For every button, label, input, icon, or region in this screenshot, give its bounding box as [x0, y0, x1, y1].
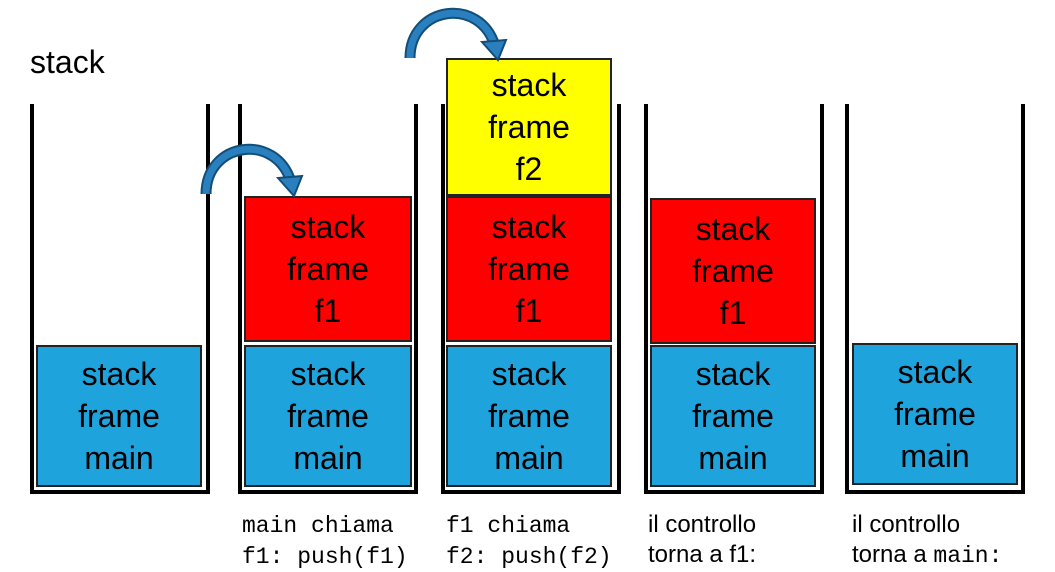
stack-frame-main: stack frame main — [650, 345, 816, 487]
frame-label-name: main — [293, 440, 363, 476]
frame-label-name: main — [84, 440, 154, 476]
stack-frame-main: stack frame main — [36, 345, 202, 487]
stack-column-5 — [845, 104, 1025, 494]
frame-label-line1: stack — [491, 209, 567, 245]
stack-frame-f1: stack frame f1 — [650, 198, 816, 344]
frame-label-line2: frame — [78, 398, 160, 434]
stack-column-4 — [644, 104, 824, 494]
frame-label-line1: stack — [695, 356, 771, 392]
stack-frame-f1: stack frame f1 — [446, 196, 612, 342]
frame-label-line2: frame — [488, 251, 570, 287]
frame-label-line2: frame — [692, 398, 774, 434]
caption-f1-calls-f2: f1 chiama f2: push(f2) — [446, 510, 612, 572]
frame-label-line2: frame — [287, 251, 369, 287]
frame-label-line2: frame — [287, 398, 369, 434]
frame-label-line1: stack — [81, 356, 157, 392]
frame-label-line1: stack — [290, 209, 366, 245]
caption-return-to-f1: il controllo torna a f1: — [648, 510, 756, 570]
stack-frame-main: stack frame main — [852, 343, 1018, 485]
frame-label-line2: frame — [488, 398, 570, 434]
frame-label-line1: stack — [290, 356, 366, 392]
caption-text: torna a — [852, 541, 934, 568]
caption-text: il controllo — [852, 511, 961, 538]
push-arrow-icon — [200, 143, 304, 198]
stack-frame-f2: stack frame f2 — [446, 58, 612, 196]
frame-label-line2: frame — [894, 396, 976, 432]
frame-label-name: f1 — [719, 295, 747, 331]
caption-text: chiama — [297, 513, 394, 539]
stack-column-3 — [441, 104, 621, 494]
caption-main-calls-f1: main chiama f1: push(f1) — [242, 510, 408, 572]
caption-text: chiama — [473, 513, 571, 539]
stack-title: stack — [30, 44, 105, 80]
frame-label-name: main — [698, 440, 768, 476]
frame-label-line1: stack — [897, 354, 973, 390]
caption-return-to-main: il controllo torna a main: — [852, 510, 1002, 571]
frame-label-line1: stack — [491, 356, 567, 392]
stack-frame-main: stack frame main — [244, 345, 412, 487]
frame-label-name: f1 — [314, 293, 342, 329]
frame-label-line1: stack — [695, 211, 771, 247]
frame-label-line2: frame — [488, 109, 570, 145]
frame-label-name: main — [494, 440, 564, 476]
stack-column-2 — [238, 104, 418, 494]
frame-label-name: f2 — [515, 151, 543, 187]
frame-label-name: main — [900, 438, 970, 474]
stack-frame-f1: stack frame f1 — [244, 196, 412, 342]
frame-label-line2: frame — [692, 253, 774, 289]
caption-push: f1: push(f1) — [242, 544, 408, 570]
caption-code: main — [242, 513, 298, 539]
frame-label-line1: stack — [491, 67, 567, 103]
caption-code: f1 — [446, 513, 474, 539]
caption-code: main: — [933, 543, 1003, 569]
caption-text: torna a f1: — [648, 541, 757, 568]
push-arrow-icon — [404, 7, 508, 62]
caption-push: f2: push(f2) — [446, 544, 612, 570]
stack-column-1 — [30, 104, 210, 494]
frame-label-name: f1 — [515, 293, 543, 329]
stack-frame-main: stack frame main — [446, 345, 612, 487]
caption-text: il controllo — [648, 511, 757, 538]
